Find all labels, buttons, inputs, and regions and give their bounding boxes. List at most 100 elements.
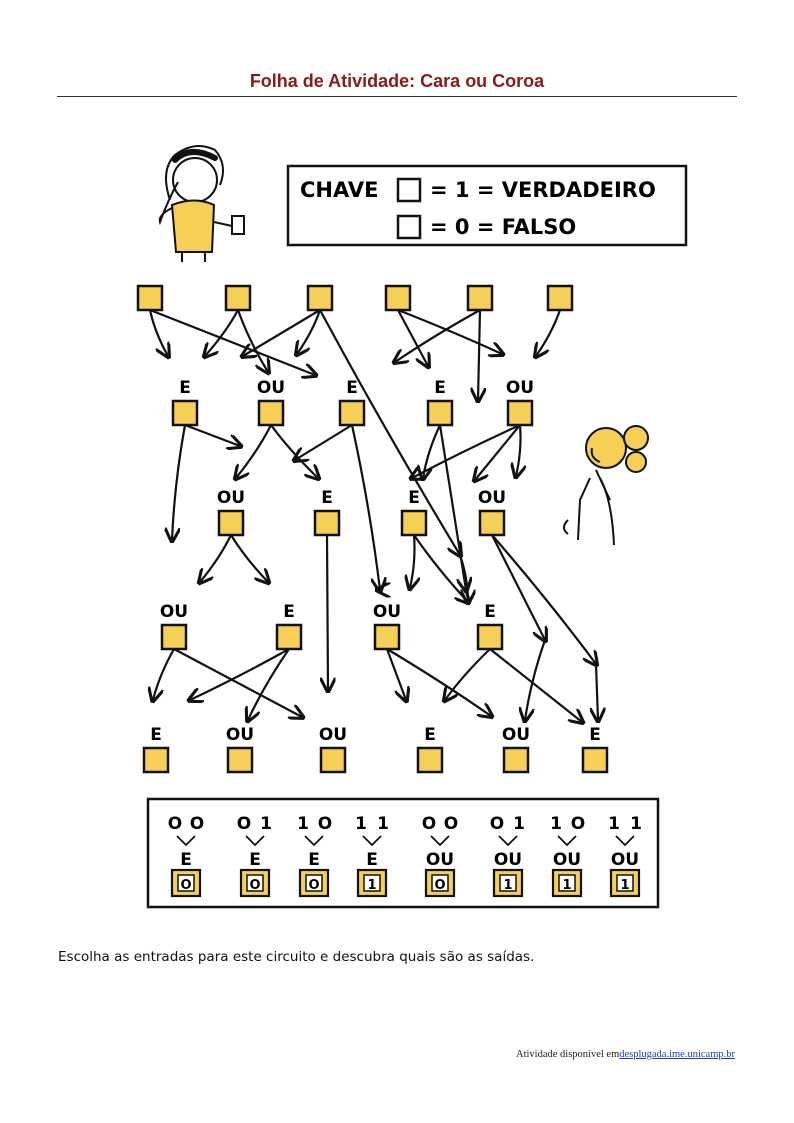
merge-mark <box>304 835 324 847</box>
wire-9 <box>397 308 502 354</box>
merge-mark <box>362 835 382 847</box>
input-1-box <box>136 284 164 312</box>
wire-21 <box>516 424 521 476</box>
wire-16 <box>270 424 318 478</box>
gate-l2-2-box <box>313 509 341 537</box>
wire-11 <box>478 309 480 400</box>
merge-mark <box>245 835 265 847</box>
wire-27 <box>410 534 415 588</box>
wire-10 <box>395 309 481 362</box>
wire-40 <box>525 639 547 720</box>
input-b: O <box>444 814 458 834</box>
key-true-text: = 1 = VERDADEIRO <box>430 178 656 202</box>
wire-1 <box>148 309 168 356</box>
wire-22 <box>412 423 521 478</box>
gate-l1-3-box <box>338 399 366 427</box>
wire-25 <box>230 534 268 582</box>
gate-l3-4-box <box>476 623 504 651</box>
output-3-box <box>319 746 347 774</box>
gate-l2-3-label: E <box>408 488 420 508</box>
merge-mark <box>615 835 635 847</box>
wire-15 <box>236 424 272 478</box>
girl-illustration <box>563 425 649 546</box>
input-6-box <box>546 284 574 312</box>
input-3-box <box>306 284 334 312</box>
output-value: O <box>308 878 319 893</box>
gate-l1-4-box <box>426 399 454 427</box>
footer-text: Atividade disponível em <box>516 1049 620 1060</box>
output-inner <box>363 874 381 892</box>
wire-37 <box>445 648 491 700</box>
wire-14 <box>184 423 240 446</box>
gate-l1-5-box <box>506 399 534 427</box>
input-b: 1 <box>513 814 525 834</box>
output-inner <box>177 874 195 892</box>
gate-l1-3-label: E <box>346 378 358 398</box>
output-6-label: E <box>589 725 601 745</box>
wire-32 <box>173 648 302 717</box>
footer-link[interactable]: desplugada.ime.unicamp.br <box>619 1049 735 1060</box>
output-value: O <box>180 878 191 893</box>
input-a: 1 <box>355 814 367 834</box>
merge-mark <box>557 835 577 847</box>
output-2-box <box>226 746 254 774</box>
merge-mark <box>498 835 518 847</box>
gate-l2-3-box <box>400 509 428 537</box>
output-1-box <box>142 746 170 774</box>
input-a: O <box>168 814 182 834</box>
gate-l3-2-box <box>275 623 303 651</box>
input-5-box <box>466 284 494 312</box>
gate-type: E <box>308 850 320 870</box>
gate-l3-1-box <box>160 623 188 651</box>
gate-l2-1-label: OU <box>217 488 245 508</box>
wire-24 <box>200 534 232 582</box>
input-b: 1 <box>377 814 389 834</box>
output-1-label: E <box>150 725 162 745</box>
output-6-box <box>581 746 609 774</box>
key-false-text: = 0 = FALSO <box>430 215 576 239</box>
gate-l1-5-label: OU <box>506 378 534 398</box>
input-b: O <box>571 814 585 834</box>
input-b: 1 <box>260 814 272 834</box>
gate-l1-2-label: OU <box>257 378 285 398</box>
merge-mark <box>176 835 196 847</box>
merge-mark <box>430 835 450 847</box>
gate-type: OU <box>426 850 454 870</box>
input-b: O <box>318 814 332 834</box>
gate-l3-2-label: E <box>283 602 295 622</box>
instruction-text: Escolha as entradas para este circuito e… <box>58 949 535 965</box>
output-5-box <box>502 746 530 774</box>
output-value: 1 <box>562 878 571 893</box>
gate-l3-4-label: E <box>484 602 496 622</box>
input-a: O <box>422 814 436 834</box>
wire-29 <box>491 534 545 640</box>
output-3-label: OU <box>319 725 347 745</box>
wire-2 <box>149 308 315 375</box>
true-swatch <box>396 177 422 203</box>
wire-18 <box>350 424 380 590</box>
footer: Atividade disponível emdesplugada.ime.un… <box>516 1049 735 1060</box>
wire-33 <box>190 648 290 700</box>
gate-type: E <box>180 850 192 870</box>
wire-6 <box>297 309 322 354</box>
output-value: O <box>249 878 260 893</box>
output-inner <box>558 874 576 892</box>
gate-type: OU <box>553 850 581 870</box>
gate-l1-1-box <box>171 399 199 427</box>
wire-35 <box>385 648 406 700</box>
gate-l1-2-box <box>257 399 285 427</box>
wire-34 <box>248 648 290 720</box>
gate-l2-4-box <box>478 509 506 537</box>
wire-4 <box>236 309 268 372</box>
output-inner <box>246 874 264 892</box>
gate-type: OU <box>494 850 522 870</box>
wire-13 <box>172 424 187 540</box>
gate-type: E <box>366 850 378 870</box>
output-value: 1 <box>503 878 512 893</box>
